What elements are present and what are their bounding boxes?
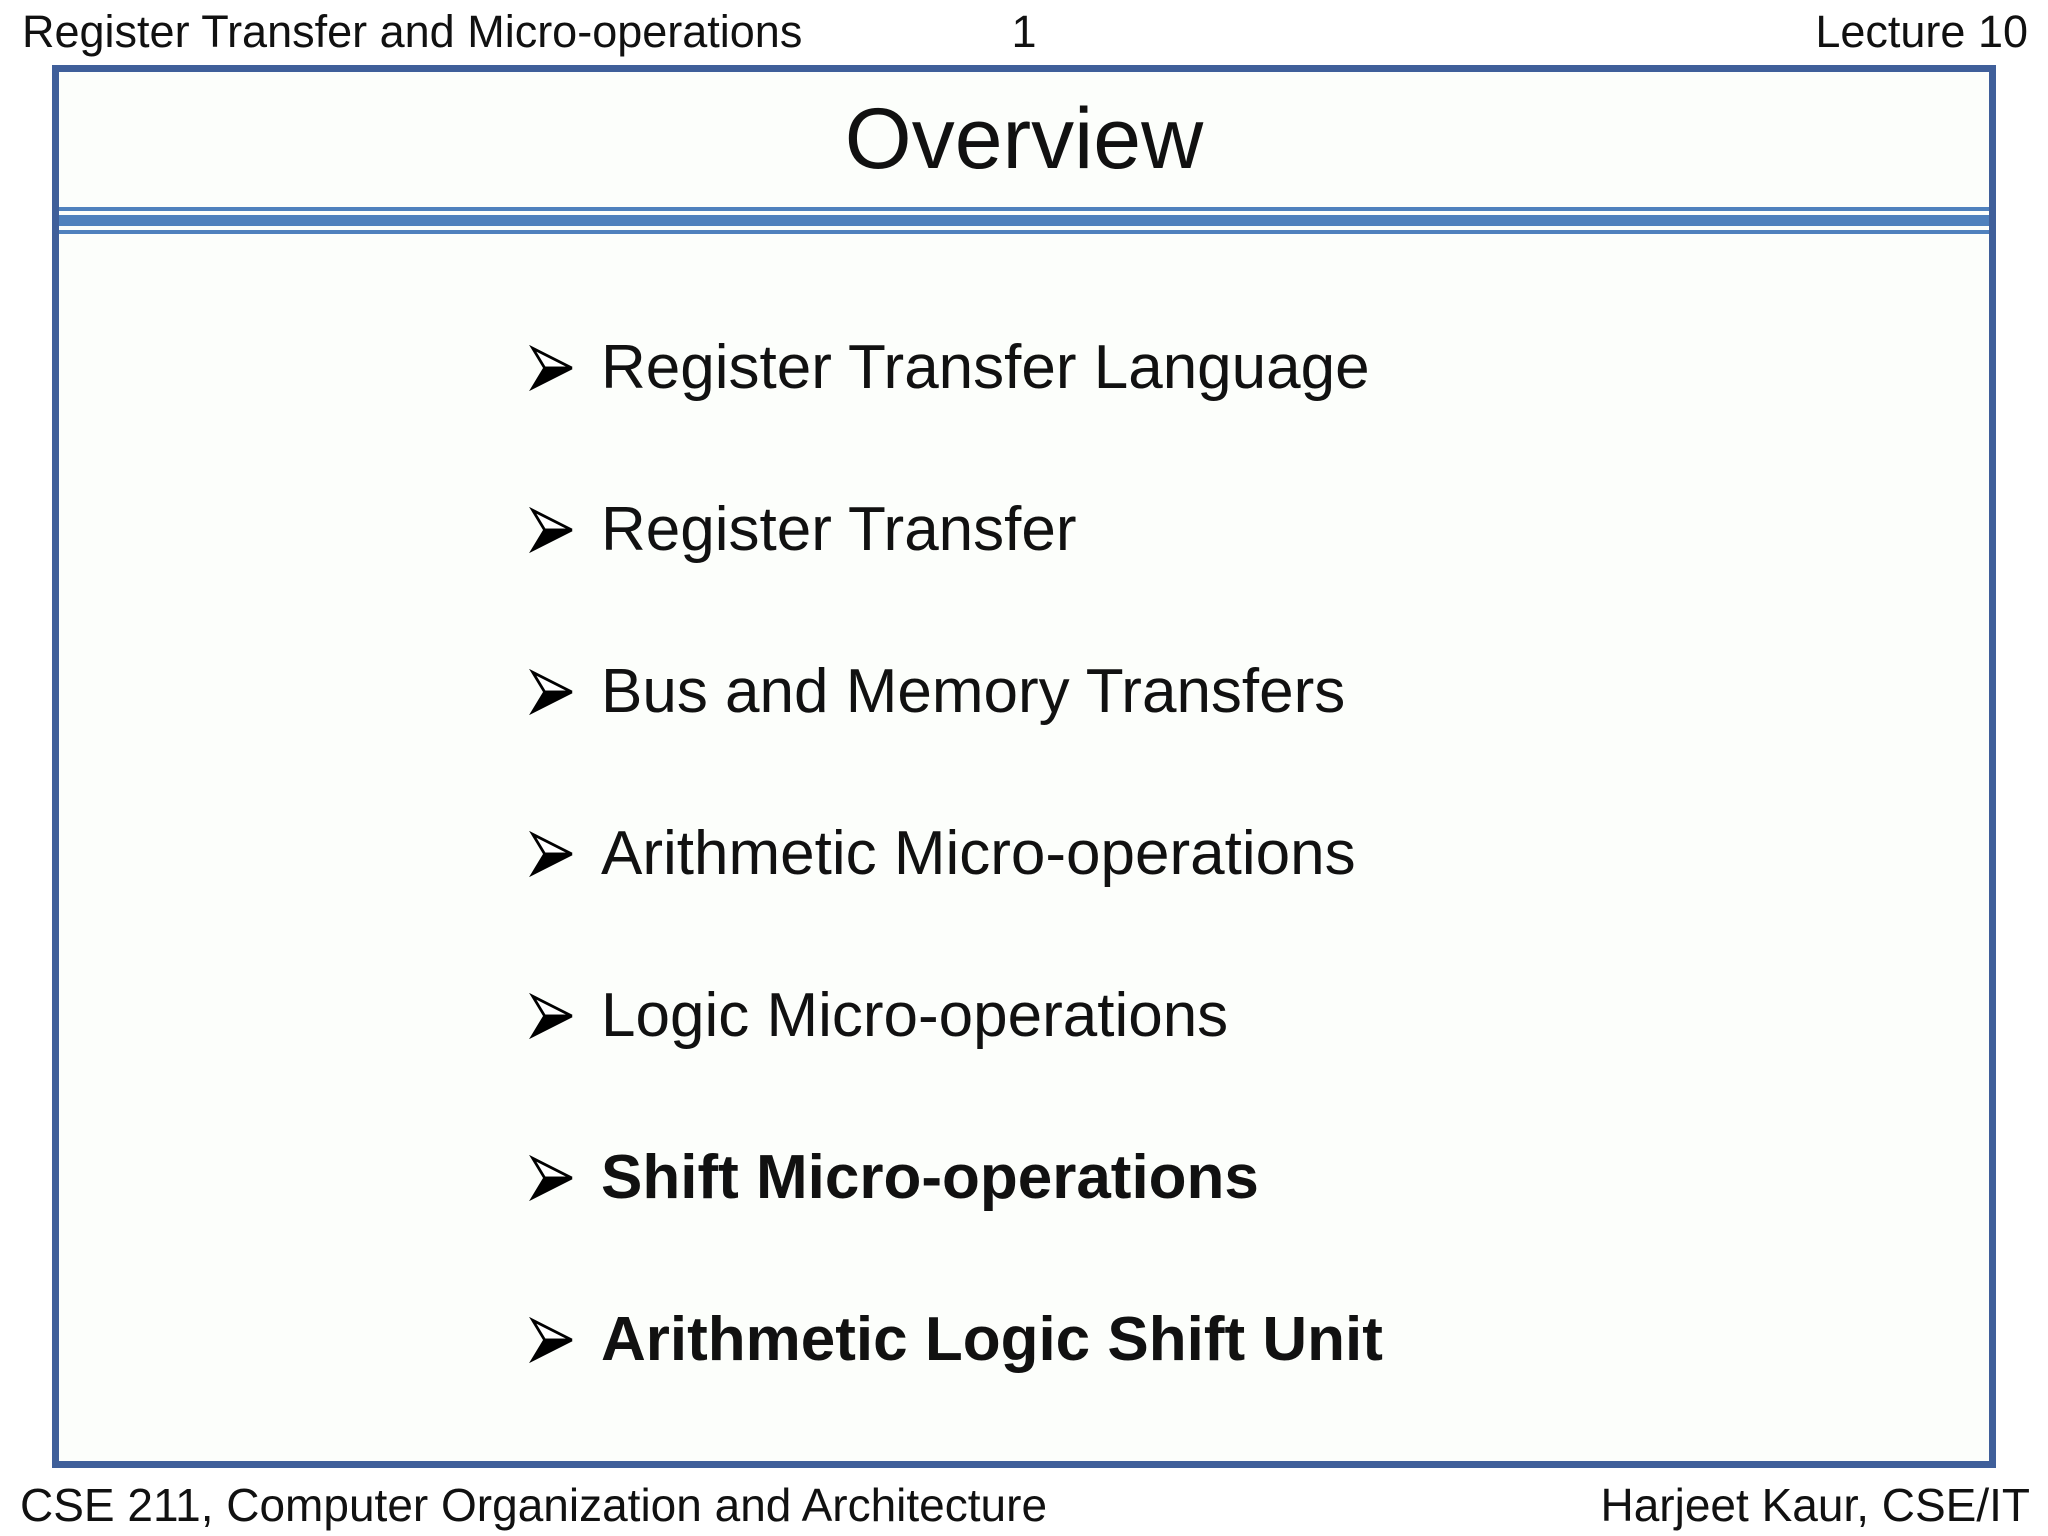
list-item: Arithmetic Micro-operations [529,817,1989,891]
list-item-label: Register Transfer [601,495,1077,564]
list-item: Logic Micro-operations [529,979,1989,1053]
list-item: Shift Micro-operations [529,1141,1989,1215]
list-item: Register Transfer Language [529,331,1989,405]
slide-frame: Overview Register Transfer Language Regi… [52,65,1996,1468]
list-item-label: Shift Micro-operations [601,1143,1259,1212]
arrow-bullet-icon [529,345,575,391]
list-item-label: Arithmetic Logic Shift Unit [601,1305,1383,1374]
header-course-title: Register Transfer and Micro-operations [22,6,803,57]
arrow-bullet-icon [529,1317,575,1363]
title-separator [59,207,1989,234]
list-item: Arithmetic Logic Shift Unit [529,1303,1989,1377]
arrow-bullet-icon [529,507,575,553]
header-page-number: 1 [1011,6,1037,57]
list-item: Bus and Memory Transfers [529,655,1989,729]
arrow-bullet-icon [529,1155,575,1201]
list-item-label: Logic Micro-operations [601,981,1229,1050]
list-item-label: Bus and Memory Transfers [601,657,1346,726]
arrow-bullet-icon [529,669,575,715]
arrow-bullet-icon [529,993,575,1039]
list-item: Register Transfer [529,493,1989,567]
header-lecture-label: Lecture 10 [1815,6,2028,57]
footer-course-label: CSE 211, Computer Organization and Archi… [20,1479,1048,1531]
list-item-label: Arithmetic Micro-operations [601,819,1356,888]
overview-list: Register Transfer Language Register Tran… [59,234,1989,1377]
arrow-bullet-icon [529,831,575,877]
footer-author-label: Harjeet Kaur, CSE/IT [1600,1479,2031,1531]
slide-title: Overview [844,91,1204,187]
list-item-label: Register Transfer Language [601,333,1370,402]
